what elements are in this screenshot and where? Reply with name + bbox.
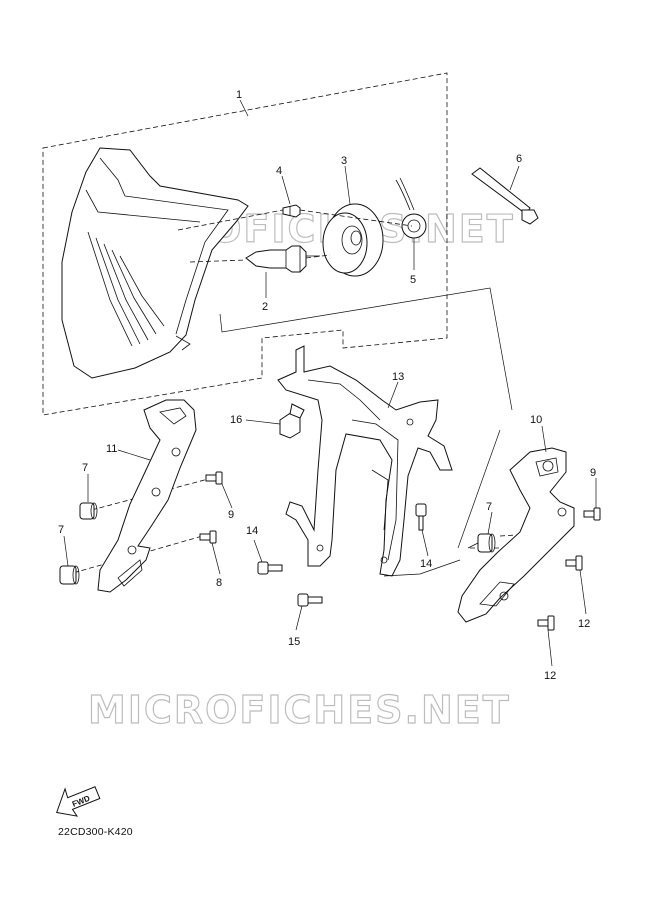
screw bbox=[537, 615, 555, 631]
bolt bbox=[297, 593, 323, 607]
callout-10: 10 bbox=[530, 414, 542, 426]
cable-tie bbox=[471, 167, 539, 225]
bracket-left bbox=[97, 399, 197, 593]
callout-2: 2 bbox=[262, 301, 268, 313]
callout-11: 11 bbox=[106, 443, 117, 455]
position-bulb bbox=[282, 204, 301, 218]
callout-15: 15 bbox=[288, 636, 300, 648]
callout-5: 5 bbox=[410, 274, 416, 286]
watermark-bottom: MICROFICHES.NET bbox=[88, 688, 511, 732]
callout-4: 4 bbox=[276, 165, 282, 177]
callout-12: 12 bbox=[544, 670, 556, 682]
screw bbox=[205, 471, 223, 485]
callout-6: 6 bbox=[516, 153, 522, 165]
grommet bbox=[59, 565, 80, 585]
headlight-housing bbox=[61, 147, 249, 379]
grommet bbox=[477, 533, 496, 553]
callout-14: 14 bbox=[420, 558, 432, 570]
callout-9: 9 bbox=[590, 467, 596, 479]
headlight-assembly-outline bbox=[42, 72, 448, 416]
forward-direction-arrow-icon: FWD bbox=[56, 786, 101, 817]
screw bbox=[199, 530, 217, 544]
bracket-right bbox=[457, 447, 575, 623]
diagram-code: 22CD300-K420 bbox=[58, 826, 133, 838]
headlight-stay bbox=[277, 345, 453, 577]
bolt bbox=[415, 503, 427, 531]
callout-9: 9 bbox=[228, 509, 234, 521]
bulb-cover bbox=[322, 203, 384, 277]
grommet bbox=[79, 502, 98, 520]
bolt bbox=[257, 561, 283, 575]
callout-1: 1 bbox=[236, 89, 242, 101]
callout-8: 8 bbox=[216, 577, 222, 589]
callout-12: 12 bbox=[578, 618, 590, 630]
headlight-bulb bbox=[245, 245, 320, 273]
screw bbox=[583, 507, 601, 521]
screw bbox=[565, 555, 583, 571]
callout-7: 7 bbox=[58, 524, 64, 536]
wire-clip bbox=[279, 403, 305, 439]
callout-7: 7 bbox=[82, 462, 88, 474]
callout-16: 16 bbox=[230, 414, 242, 426]
callout-13: 13 bbox=[392, 371, 404, 383]
callout-3: 3 bbox=[341, 155, 347, 167]
callout-14: 14 bbox=[246, 525, 258, 537]
callout-7: 7 bbox=[486, 501, 492, 513]
